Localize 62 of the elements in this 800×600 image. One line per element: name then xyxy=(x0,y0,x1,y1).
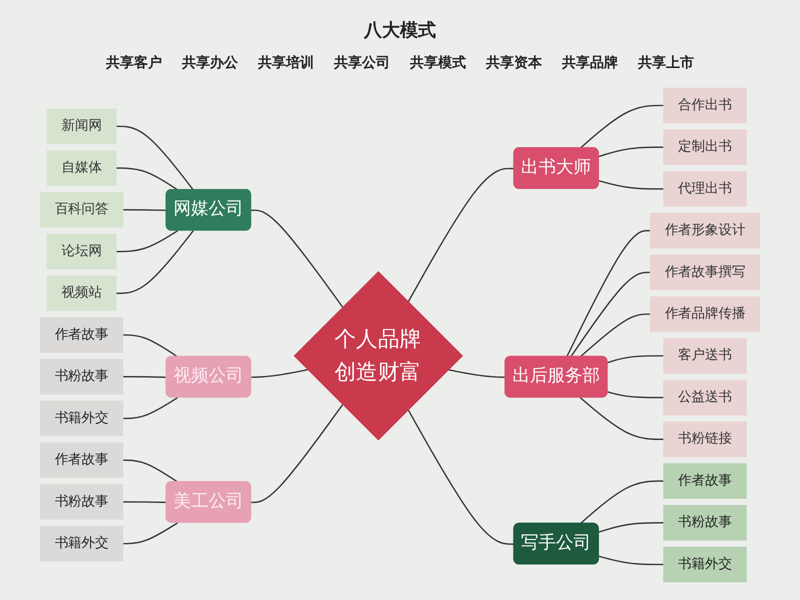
connector xyxy=(122,334,178,358)
connector xyxy=(580,104,664,149)
node-box: 合作出书 xyxy=(663,88,747,124)
mode-label: 共享公司 xyxy=(334,54,390,72)
mode-label: 共享资本 xyxy=(486,54,542,72)
node-box: 定制出书 xyxy=(663,129,747,165)
node-box: 书籍外交 xyxy=(40,400,124,436)
mode-label: 共享上市 xyxy=(638,54,694,72)
connector xyxy=(580,313,650,358)
mode-label: 共享品牌 xyxy=(562,54,618,72)
connector xyxy=(122,460,178,483)
node-box: 作者品牌传播 xyxy=(650,296,760,332)
connector xyxy=(122,376,167,378)
node-box: 作者故事 xyxy=(40,317,124,353)
node-box: 客户送书 xyxy=(663,338,747,374)
connector xyxy=(122,397,178,420)
connector xyxy=(251,210,344,308)
node-box: 代理出书 xyxy=(663,171,747,207)
node-box: 书籍外交 xyxy=(40,526,124,562)
mode-label: 共享客户 xyxy=(106,54,162,72)
node-box: 作者故事撰写 xyxy=(650,254,760,290)
node-box: 书粉故事 xyxy=(40,484,124,520)
connector xyxy=(598,146,664,158)
node-box: 百科问答 xyxy=(40,192,124,228)
node-box: 视频站 xyxy=(46,276,117,312)
connector xyxy=(570,272,650,358)
connector xyxy=(607,355,664,364)
node-box: 新闻网 xyxy=(46,108,117,144)
connector xyxy=(566,230,650,358)
connector xyxy=(116,230,194,294)
node-box: 书粉链接 xyxy=(663,422,747,458)
node-box: 论坛网 xyxy=(46,234,117,270)
connector xyxy=(598,180,664,190)
connector xyxy=(607,391,664,398)
node-box: 公益送书 xyxy=(663,380,747,416)
node-box: 自媒体 xyxy=(46,150,117,186)
node-box: 作者形象设计 xyxy=(650,212,760,248)
connector xyxy=(251,369,308,378)
connector xyxy=(122,209,167,211)
node-box: 书籍外交 xyxy=(663,546,747,582)
connector xyxy=(580,397,664,440)
node-diamond: 个人品牌创造财富 xyxy=(294,271,464,441)
connector xyxy=(116,126,194,190)
mode-label: 共享培训 xyxy=(258,54,314,72)
connector xyxy=(580,480,664,524)
diagram-title: 八大模式 xyxy=(364,19,436,42)
connector xyxy=(448,369,506,378)
mode-label: 共享模式 xyxy=(410,54,466,72)
connector xyxy=(116,230,178,252)
connector xyxy=(116,167,178,191)
node-box: 书粉故事 xyxy=(40,358,124,394)
connector xyxy=(251,404,344,504)
node-box: 作者故事 xyxy=(663,463,747,499)
connector xyxy=(408,409,514,545)
connector xyxy=(598,556,664,566)
connector xyxy=(122,522,178,544)
connector xyxy=(408,168,514,302)
connector xyxy=(598,522,664,533)
node-box: 作者故事 xyxy=(40,442,124,478)
node-box: 书粉故事 xyxy=(663,505,747,541)
mode-label: 共享办公 xyxy=(182,54,238,72)
connector xyxy=(122,501,167,504)
